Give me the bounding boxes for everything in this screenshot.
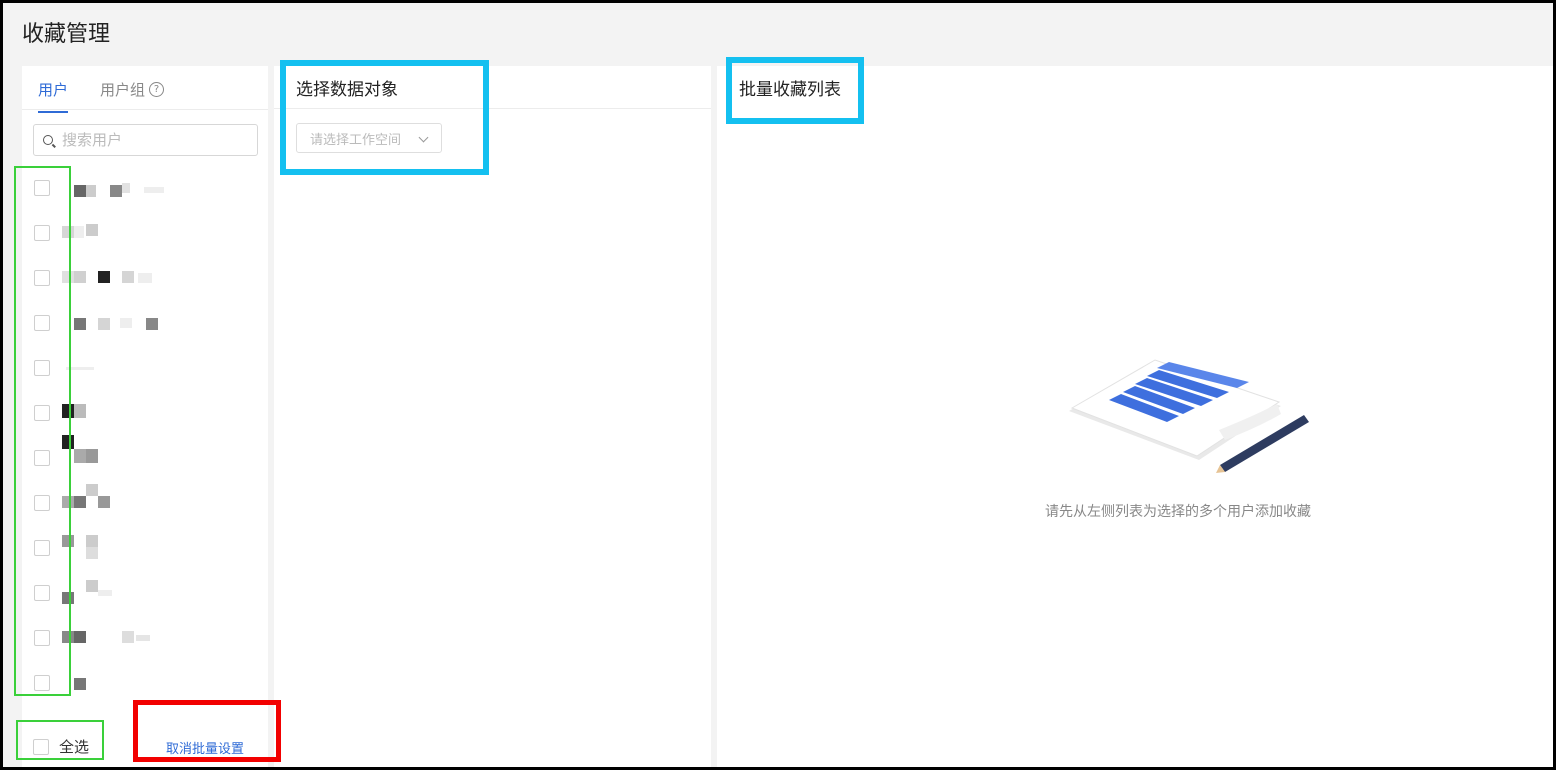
obscured-user-name bbox=[62, 484, 192, 516]
search-input[interactable] bbox=[62, 131, 242, 149]
user-checkbox[interactable] bbox=[34, 540, 50, 556]
user-checkbox[interactable] bbox=[34, 675, 50, 691]
select-all[interactable]: 全选 bbox=[33, 736, 89, 757]
tab-users[interactable]: 用户 bbox=[38, 81, 69, 113]
obscured-user-name bbox=[62, 179, 192, 201]
workspace-select[interactable]: 请选择工作空间 bbox=[296, 123, 442, 153]
obscured-user-name bbox=[62, 269, 192, 291]
list-item[interactable] bbox=[22, 535, 268, 561]
list-item[interactable] bbox=[22, 627, 268, 651]
obscured-user-name bbox=[62, 580, 192, 606]
user-checkbox[interactable] bbox=[34, 180, 50, 196]
list-item[interactable] bbox=[22, 580, 268, 606]
user-checkbox[interactable] bbox=[34, 270, 50, 286]
list-item[interactable] bbox=[22, 402, 268, 426]
data-object-panel: 选择数据对象 请选择工作空间 bbox=[274, 66, 711, 770]
obscured-user-name bbox=[62, 629, 192, 651]
list-item[interactable] bbox=[22, 222, 268, 246]
page-title: 收藏管理 bbox=[22, 22, 111, 47]
list-item[interactable] bbox=[22, 357, 268, 381]
user-checkbox[interactable] bbox=[34, 360, 50, 376]
help-icon[interactable]: ? bbox=[149, 82, 165, 97]
tab-user-groups-label: 用户组 bbox=[100, 81, 146, 99]
select-all-checkbox[interactable] bbox=[33, 738, 49, 755]
list-item[interactable] bbox=[22, 312, 268, 336]
chevron-down-icon bbox=[418, 132, 429, 143]
obscured-user-name bbox=[62, 535, 192, 561]
batch-favorites-panel: 批量收藏列表 请先从左侧列表为选择的多个用户添加收藏 bbox=[717, 66, 1553, 770]
user-panel: 用户 用户组 ? bbox=[22, 66, 268, 770]
obscured-user-name bbox=[62, 359, 192, 381]
select-all-label: 全选 bbox=[59, 738, 90, 756]
obscured-user-name bbox=[62, 404, 192, 426]
obscured-user-name bbox=[62, 435, 192, 471]
user-checkbox[interactable] bbox=[34, 450, 50, 466]
user-search-box[interactable] bbox=[33, 124, 258, 156]
data-object-header: 选择数据对象 bbox=[296, 80, 398, 100]
user-checkbox[interactable] bbox=[34, 585, 50, 601]
user-checkbox[interactable] bbox=[34, 495, 50, 511]
workspace-select-placeholder: 请选择工作空间 bbox=[310, 132, 402, 148]
document-pencil-illustration bbox=[1069, 359, 1309, 473]
user-checkbox[interactable] bbox=[34, 630, 50, 646]
list-item[interactable] bbox=[22, 672, 268, 696]
empty-state-message: 请先从左侧列表为选择的多个用户添加收藏 bbox=[1045, 504, 1311, 520]
tab-user-groups[interactable]: 用户组 ? bbox=[100, 79, 165, 100]
search-icon bbox=[43, 135, 53, 145]
user-tabs: 用户 用户组 ? bbox=[22, 66, 268, 113]
list-item[interactable] bbox=[22, 177, 268, 201]
batch-favorites-header: 批量收藏列表 bbox=[739, 80, 841, 100]
user-checkbox[interactable] bbox=[34, 405, 50, 421]
divider bbox=[274, 108, 711, 109]
list-item[interactable] bbox=[22, 267, 268, 291]
obscured-user-name bbox=[62, 224, 192, 246]
obscured-user-name bbox=[62, 674, 192, 696]
user-checkbox[interactable] bbox=[34, 225, 50, 241]
list-item[interactable] bbox=[22, 435, 268, 471]
obscured-user-name bbox=[62, 314, 192, 336]
list-item[interactable] bbox=[22, 484, 268, 516]
cancel-batch-settings-link[interactable]: 取消批量设置 bbox=[166, 742, 245, 757]
user-checkbox[interactable] bbox=[34, 315, 50, 331]
